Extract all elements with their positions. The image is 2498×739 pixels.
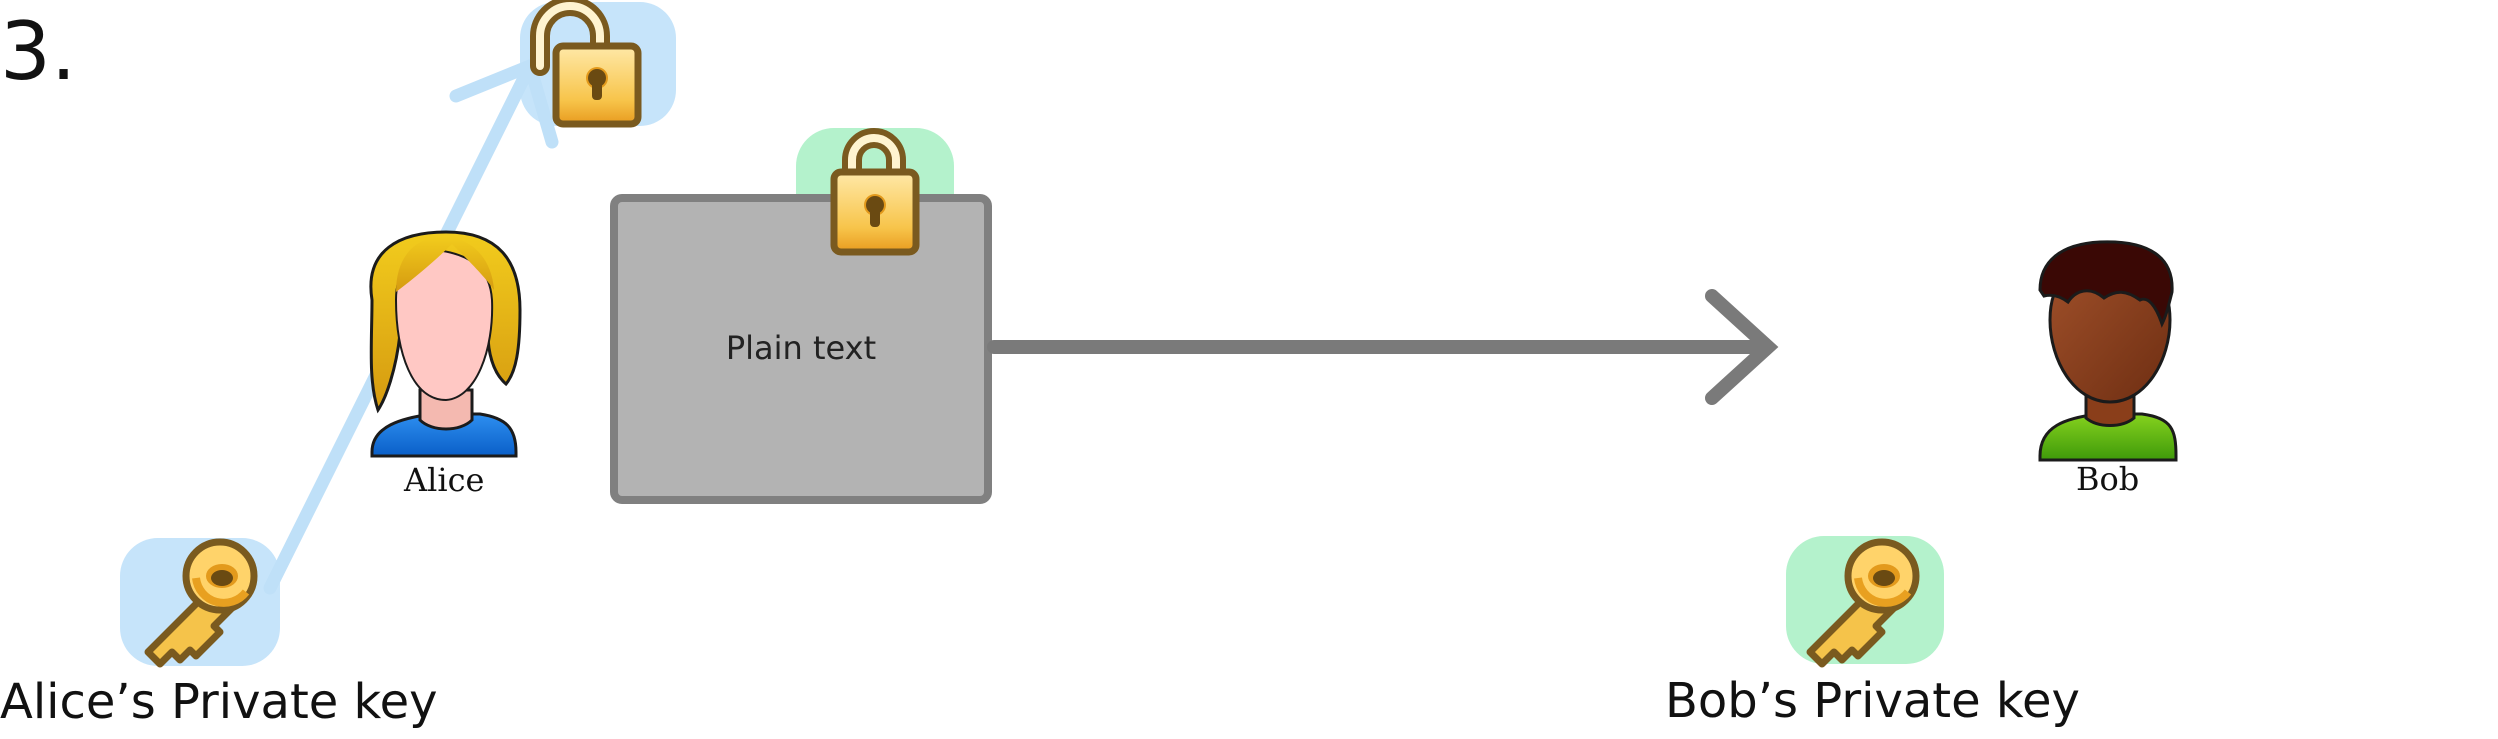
bob-person-icon (2038, 240, 2178, 462)
alice-person-icon (369, 230, 522, 458)
alice-private-key-caption: Alice’s Private key (0, 674, 438, 730)
step-number: 3. (0, 5, 77, 98)
bob-key-icon (1806, 538, 1920, 668)
plain-text-label: Plain text (725, 329, 877, 367)
bob-private-key-caption: Bob’s Private key (1665, 673, 2080, 729)
alice-key-icon (144, 538, 258, 668)
open-padlock-icon (530, 0, 642, 128)
closed-padlock-icon (830, 128, 920, 256)
alice-name-label: Alice (404, 461, 485, 499)
send-arrow (987, 289, 1779, 405)
bob-name-label: Bob (2076, 460, 2140, 498)
